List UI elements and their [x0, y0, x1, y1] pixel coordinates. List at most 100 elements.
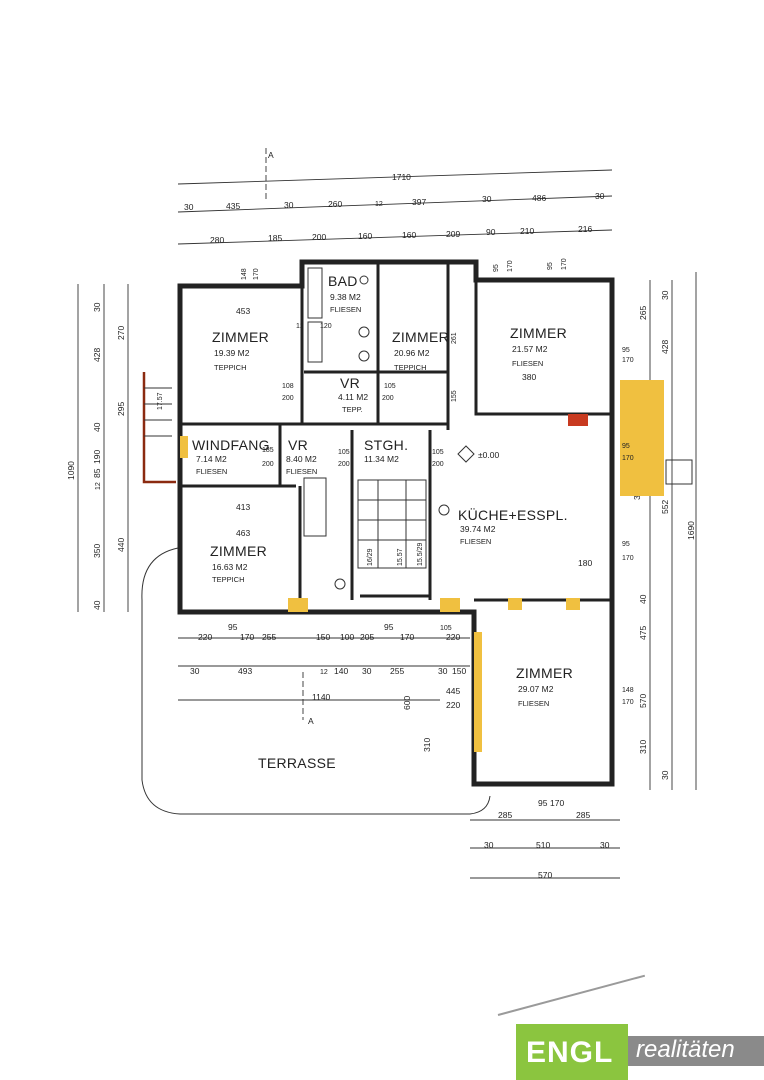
dim-top-r3-3: 160 — [358, 231, 372, 241]
dim-left-c3-3: 40 — [92, 422, 102, 432]
opening-dim: 148 — [241, 268, 248, 280]
inner-dim: 185 — [262, 447, 274, 454]
inner-dim: 463 — [236, 528, 250, 538]
section-marker-bottom: A — [302, 672, 314, 726]
dim-left-c2-1: 85 — [92, 468, 102, 478]
highlights — [180, 380, 693, 752]
room-floor: FLIESEN — [512, 359, 543, 368]
room-name: WINDFANG — [192, 437, 270, 453]
stair-label-3: 15.5/29 — [417, 543, 424, 566]
opening-dim: 170 — [622, 699, 634, 706]
inner-dim: 105 — [432, 449, 444, 456]
room-floor: FLIESEN — [196, 467, 227, 476]
dim-right-c2-0: 428 — [660, 340, 670, 354]
dim-bot-r2-1: 493 — [238, 666, 252, 676]
dim-top-r2-6: 30 — [482, 194, 492, 204]
dim-annex-total: 570 — [538, 870, 552, 880]
dim-top-r2-0: 30 — [184, 202, 194, 212]
room-vr-2: VR 8.40 M2 FLIESEN — [286, 437, 317, 476]
opening-dim: 170 — [622, 455, 634, 462]
room-area: 9.38 M2 — [330, 292, 361, 302]
dim-bot-r1-7: 95 — [384, 622, 394, 632]
dim-left-c3-6: 350 — [92, 544, 102, 558]
dim-top-r3-2: 200 — [312, 232, 326, 242]
room-name: KÜCHE+ESSPL. — [458, 506, 568, 523]
inner-dim: 120 — [320, 323, 332, 330]
opening-dim: 170 — [622, 357, 634, 364]
dimensions-top: 1710 30 435 30 260 12 397 30 486 30 280 … — [177, 169, 613, 245]
dim-top-r2-4: 12 — [375, 201, 383, 208]
dim-annex-3: 285 — [576, 810, 590, 820]
room-floor: TEPP. — [342, 405, 363, 414]
inner-dim: 261 — [451, 332, 458, 344]
opening-dim: 95 — [622, 541, 630, 548]
dim-top-r2-2: 30 — [284, 200, 294, 210]
room-floor: FLIESEN — [460, 537, 491, 546]
opening-dim: 170 — [507, 260, 514, 272]
logo-gray-block: realitäten — [628, 1036, 764, 1066]
room-area: 20.96 M2 — [394, 348, 430, 358]
dim-left-c2-0: 428 — [92, 348, 102, 362]
dim-top-r2-5: 397 — [412, 197, 426, 207]
dim-right-c3-0: 30 — [660, 290, 670, 300]
room-area: 19.39 M2 — [214, 348, 250, 358]
dim-bot-r2-6: 30 — [438, 666, 448, 676]
dim-top-r3-5: 209 — [446, 229, 460, 239]
dim-annex2-0: 30 — [484, 840, 494, 850]
dim-bot-r1-5: 100 — [340, 632, 354, 642]
inner-dim: 380 — [522, 372, 536, 382]
stair-label-2: 15.57 — [397, 548, 404, 566]
dim-bot-total: 1140 — [312, 692, 331, 702]
dim-bot-r1-4: 150 — [316, 632, 330, 642]
room-windfang: WINDFANG 7.14 M2 FLIESEN — [192, 437, 270, 476]
dim-bot-r2-4: 30 — [362, 666, 372, 676]
inner-dim: 200 — [382, 395, 394, 402]
dim-annex-0: 285 — [498, 810, 512, 820]
opening-dim: 148 — [622, 687, 634, 694]
opening-dims: 148 170 95 170 95 170 95 170 95 170 95 1… — [241, 258, 634, 706]
room-area: 16.63 M2 — [212, 562, 248, 572]
dim-bot-small-1: 220 — [446, 700, 460, 710]
section-label-bottom: A — [308, 716, 314, 726]
inner-dims: 453 413 463 12 120 108 200 105 200 185 2… — [236, 306, 592, 568]
dimensions-left: 1090 428 85 440 30 270 295 40 190 12 350… — [66, 284, 129, 612]
room-floor: FLIESEN — [518, 699, 549, 708]
room-name: VR — [340, 375, 360, 391]
dim-top-r3-8: 216 — [578, 224, 592, 234]
dim-right-total: 1690 — [686, 521, 696, 540]
room-zimmer-1: ZIMMER 19.39 M2 TEPPICH — [212, 329, 269, 372]
dim-annex2-2: 30 — [600, 840, 610, 850]
room-floor: TEPPICH — [214, 363, 247, 372]
dim-left-c3-5: 12 — [95, 482, 102, 490]
room-name: ZIMMER — [392, 329, 449, 345]
dim-top-r2-8: 30 — [595, 191, 605, 201]
room-bad: BAD 9.38 M2 FLIESEN — [328, 273, 361, 314]
dim-top-r3-4: 160 — [402, 230, 416, 240]
dim-right-c3-6: 570 — [638, 694, 648, 708]
dim-bot-r2-0: 30 — [190, 666, 200, 676]
terrace-label: TERRASSE — [258, 755, 336, 771]
room-stgh: STGH. 11.34 M2 — [364, 437, 408, 464]
terrace: TERRASSE — [141, 547, 491, 815]
dim-right-c3-8: 30 — [660, 770, 670, 780]
dim-annex2-1: 510 — [536, 840, 550, 850]
room-name: ZIMMER — [510, 325, 567, 341]
inner-dim: 200 — [432, 461, 444, 468]
dim-right-c3-1: 265 — [638, 306, 648, 320]
dimensions-bottom: 220 95 170 255 150 100 205 95 170 105 22… — [178, 622, 620, 880]
section-marker-top: A — [265, 148, 274, 200]
dim-annex-1: 95 — [538, 798, 548, 808]
opening-dim: 95 — [622, 443, 630, 450]
bath-fixtures — [303, 267, 450, 590]
staircase: 16/29 15.57 15.5/29 — [357, 479, 427, 569]
opening-dim: 170 — [253, 268, 260, 280]
room-area: 11.34 M2 — [364, 454, 399, 464]
entrance-steps: 17.57 — [142, 372, 176, 484]
dim-top-r2-7: 486 — [532, 193, 546, 203]
level-marker: ±0.00 — [457, 445, 499, 463]
dim-bot-r2-7: 150 — [452, 666, 466, 676]
room-area: 7.14 M2 — [196, 454, 227, 464]
room-name: STGH. — [364, 437, 408, 453]
room-name: ZIMMER — [516, 665, 573, 681]
company-logo: ENGL realitäten — [516, 1024, 764, 1080]
